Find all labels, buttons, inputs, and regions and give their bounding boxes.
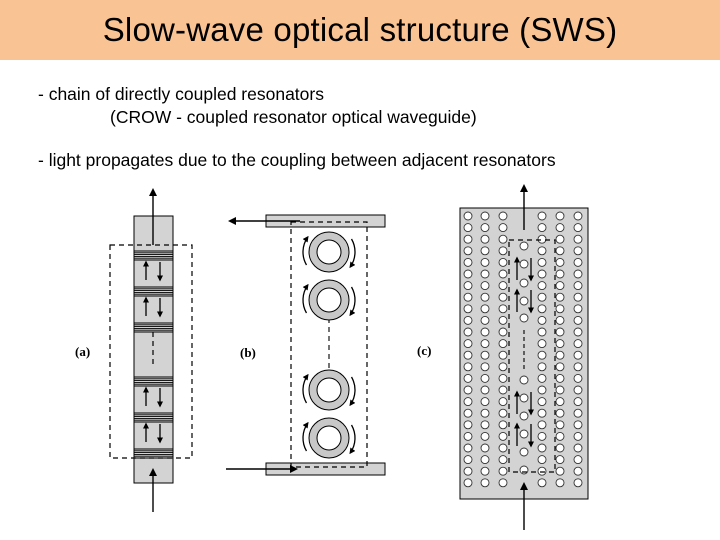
panel-b-ring-resonators: (b) — [226, 214, 386, 476]
bullet-light-propagation: - light propagates due to the coupling b… — [38, 150, 556, 170]
title-bar: Slow-wave optical structure (SWS) — [0, 0, 720, 60]
panel-c-photonic-crystal: (c) — [417, 184, 589, 530]
panel-a-bragg-cavities: (a) — [75, 188, 193, 512]
panel-c-label: (c) — [417, 343, 431, 358]
bullet-coupled-resonators: - chain of directly coupled resonators — [38, 84, 324, 104]
bullet-crow-definition: (CROW - coupled resonator optical wavegu… — [110, 107, 477, 127]
panel-a-label: (a) — [75, 344, 90, 359]
slide-title: Slow-wave optical structure (SWS) — [102, 11, 618, 48]
panel-b-label: (b) — [240, 345, 256, 360]
